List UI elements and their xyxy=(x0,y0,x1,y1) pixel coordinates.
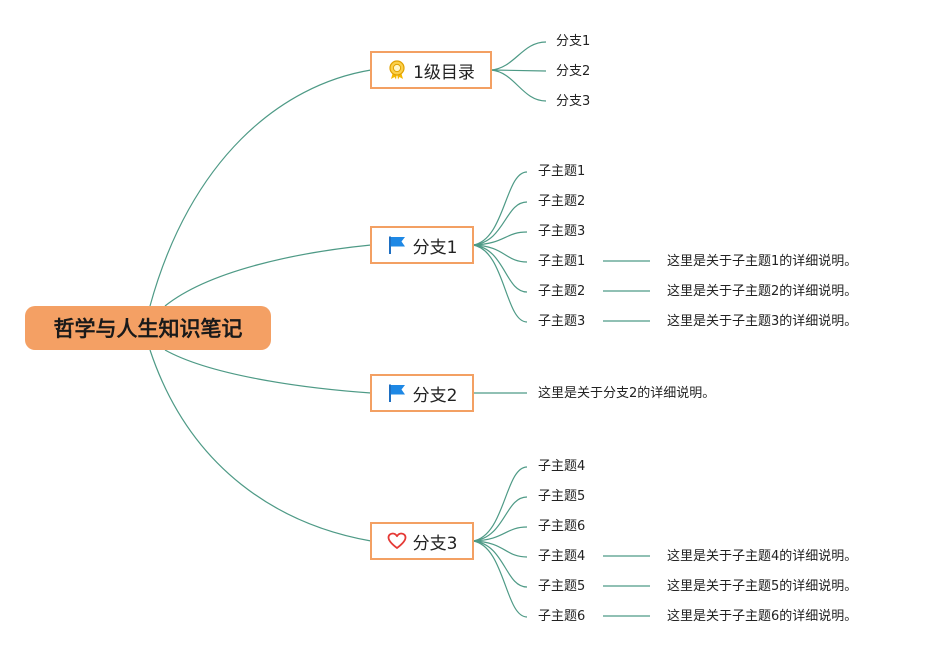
subtopic[interactable]: 子主题5 xyxy=(538,489,586,504)
heart-icon xyxy=(387,532,406,549)
subtopic[interactable]: 子主题3 xyxy=(538,314,586,329)
subtopic[interactable]: 分支3 xyxy=(556,94,591,109)
flag-icon xyxy=(388,236,405,254)
link-root-b3 xyxy=(149,349,372,542)
subtopic[interactable]: 子主题4 xyxy=(538,549,586,564)
branch-topic-4[interactable]: 分支3 xyxy=(370,522,474,560)
detail-note[interactable]: 这里是关于分支2的详细说明。 xyxy=(538,386,716,401)
root-topic-label: 哲学与人生知识笔记 xyxy=(53,317,243,341)
branch-topic-3[interactable]: 分支2 xyxy=(370,374,474,412)
detail-note[interactable]: 这里是关于子主题5的详细说明。 xyxy=(667,579,858,594)
subtopic[interactable]: 分支1 xyxy=(556,34,591,49)
flag-icon xyxy=(388,384,405,402)
detail-note[interactable]: 这里是关于子主题1的详细说明。 xyxy=(667,254,858,269)
subtopic[interactable]: 分支2 xyxy=(556,64,591,79)
link-root-b1 xyxy=(164,244,372,307)
award-medal-icon xyxy=(389,60,405,80)
subtopic[interactable]: 子主题2 xyxy=(538,194,586,209)
branch-topic-2[interactable]: 分支1 xyxy=(370,226,474,264)
subtopic[interactable]: 子主题1 xyxy=(538,164,586,179)
branch-topic-2-label: 分支1 xyxy=(412,237,458,258)
subtopic[interactable]: 子主题5 xyxy=(538,579,586,594)
detail-note[interactable]: 这里是关于子主题2的详细说明。 xyxy=(667,284,858,299)
root-topic[interactable]: 哲学与人生知识笔记 xyxy=(25,306,271,350)
subtopic[interactable]: 子主题6 xyxy=(538,519,586,534)
branch-topic-4-label: 分支3 xyxy=(412,533,458,554)
detail-note[interactable]: 这里是关于子主题4的详细说明。 xyxy=(667,549,858,564)
subtopic[interactable]: 子主题4 xyxy=(538,459,586,474)
subtopic[interactable]: 子主题3 xyxy=(538,224,586,239)
link-root-b2 xyxy=(164,349,372,394)
branch-topic-1[interactable]: 1级目录 xyxy=(370,51,492,89)
subtopic[interactable]: 子主题2 xyxy=(538,284,586,299)
branch-topic-1-label: 1级目录 xyxy=(413,62,475,83)
subtopic[interactable]: 子主题1 xyxy=(538,254,586,269)
branch-topic-3-label: 分支2 xyxy=(412,385,458,406)
subtopic[interactable]: 子主题6 xyxy=(538,609,586,624)
detail-note[interactable]: 这里是关于子主题6的详细说明。 xyxy=(667,609,858,624)
detail-note[interactable]: 这里是关于子主题3的详细说明。 xyxy=(667,314,858,329)
link-root-b0 xyxy=(149,69,372,307)
